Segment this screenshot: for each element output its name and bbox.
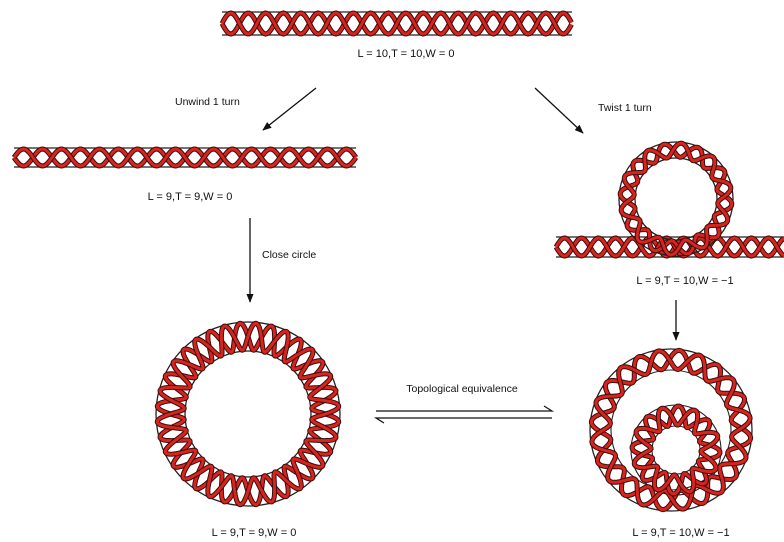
supercoil-strands-outer [591,350,750,509]
ring-strand-2 [592,351,750,509]
ring-strand-1-outline [591,350,750,509]
ring-strand-2-outline [592,351,750,509]
arrow-twist [535,88,583,133]
state-label-top: L = 10,T = 10,W = 0 [358,48,455,60]
closed-circular-dna [156,322,340,506]
step-label-unwind: Unwind 1 turn [175,96,240,108]
relaxed-linear-dna [222,12,572,35]
double-helix-strands [222,13,572,34]
step-label-close: Close circle [262,249,316,261]
forward-harpoon [376,406,552,411]
underwound-linear-dna [14,148,356,167]
step-label-twist: Twist 1 turn [598,102,652,114]
helix-strand-2 [222,13,572,34]
arrow-unwind [263,88,316,130]
linear-dna-with-loop [556,142,784,257]
ring-strand-1 [591,350,750,509]
step-label-equivalence: Topological equivalence [406,383,518,395]
supercoil-strands-inner [632,406,720,494]
state-label-right-supercoil: L = 9,T = 10,W = −1 [632,527,729,539]
state-label-right-loop: L = 9,T = 10,W = −1 [636,275,733,287]
double-helix-strands [14,149,356,166]
outer-rail [590,349,752,511]
reverse-harpoon [376,418,552,423]
equilibrium-arrows [376,406,552,423]
state-label-left-linear: L = 9,T = 9,W = 0 [148,191,233,203]
supercoiled-circular-dna [590,349,752,511]
loop-strands [620,143,732,255]
state-label-left-circle: L = 9,T = 9,W = 0 [212,527,297,539]
